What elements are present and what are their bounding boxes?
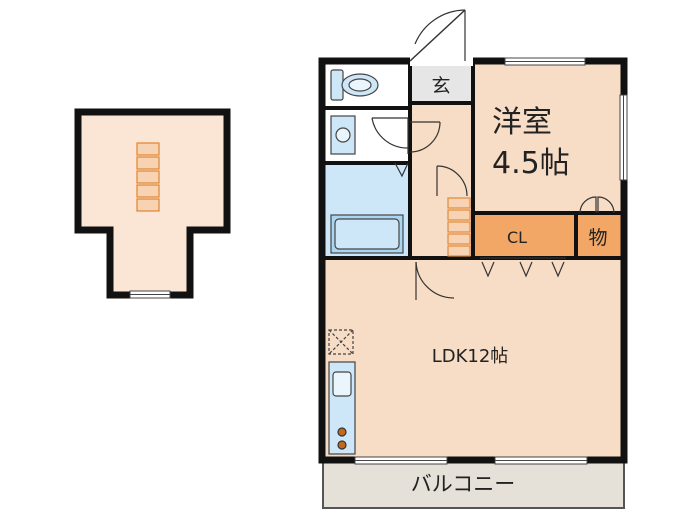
western-room-window-top <box>504 57 586 66</box>
western-room-size-label: 4.5帖 <box>492 146 570 181</box>
washbasin-fixture <box>330 115 356 155</box>
genkan-floor <box>410 63 473 103</box>
closet-doors <box>480 257 566 278</box>
western-room-name-label: 洋室 <box>492 105 552 140</box>
balcony-windows <box>354 456 588 465</box>
closet-label: CL <box>507 228 527 247</box>
storage-label: 物 <box>588 227 607 249</box>
storage-floor <box>578 213 622 258</box>
western-room-window-right <box>619 94 628 181</box>
bathtub-fixture <box>330 214 404 254</box>
loft-ladder <box>136 142 160 212</box>
ldk-label: LDK12帖 <box>432 346 509 367</box>
genkan-label: 玄 <box>431 75 450 97</box>
main-unit: 玄 洋室 4.5帖 CL 物 LDK12帖 バルコニー <box>318 9 628 509</box>
toilet-fixture <box>330 69 379 101</box>
closet-floor <box>473 213 575 258</box>
loft-plan <box>74 108 231 299</box>
ldk-floor <box>325 258 622 458</box>
washroom-door <box>371 117 441 154</box>
hallway-stairs <box>447 197 471 257</box>
kitchen-counter <box>328 329 356 455</box>
balcony-floor <box>322 461 625 509</box>
inner-walls <box>323 61 624 260</box>
loft-window <box>129 290 171 299</box>
bathroom-door <box>394 162 409 178</box>
entrance-door <box>409 9 473 66</box>
ldk-door <box>415 261 455 300</box>
hallway-door <box>436 165 468 197</box>
western-room-floor <box>473 63 622 213</box>
balcony-label: バルコニー <box>411 472 516 496</box>
storage-door <box>579 196 615 214</box>
